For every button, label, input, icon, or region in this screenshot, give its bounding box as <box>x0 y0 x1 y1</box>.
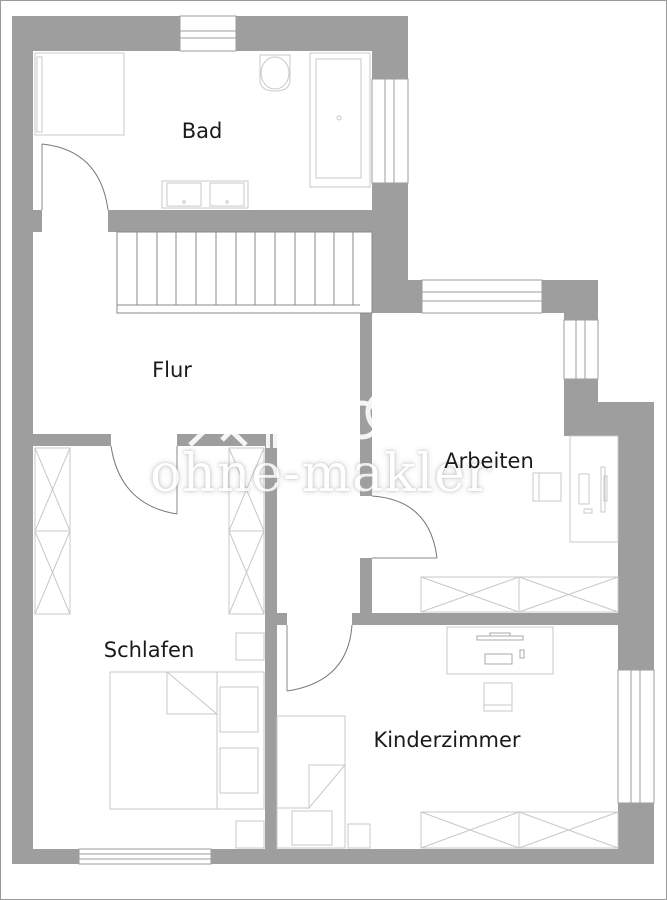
watermark-logo-icon <box>188 389 411 455</box>
walls <box>12 16 654 864</box>
room-label-schlafen: Schlafen <box>103 638 195 662</box>
kids-room-furniture <box>276 626 619 849</box>
doors <box>41 143 438 692</box>
bathroom-fixtures <box>34 52 371 209</box>
room-label-flur: Flur <box>152 358 192 382</box>
bedroom-furniture <box>34 447 265 849</box>
room-label-arbeiten: Arbeiten <box>444 449 534 473</box>
staircase <box>116 231 373 314</box>
room-label-bad: Bad <box>181 119 223 143</box>
windows <box>78 15 655 865</box>
office-furniture <box>420 435 619 613</box>
room-label-kinderzimmer: Kinderzimmer <box>373 728 521 752</box>
